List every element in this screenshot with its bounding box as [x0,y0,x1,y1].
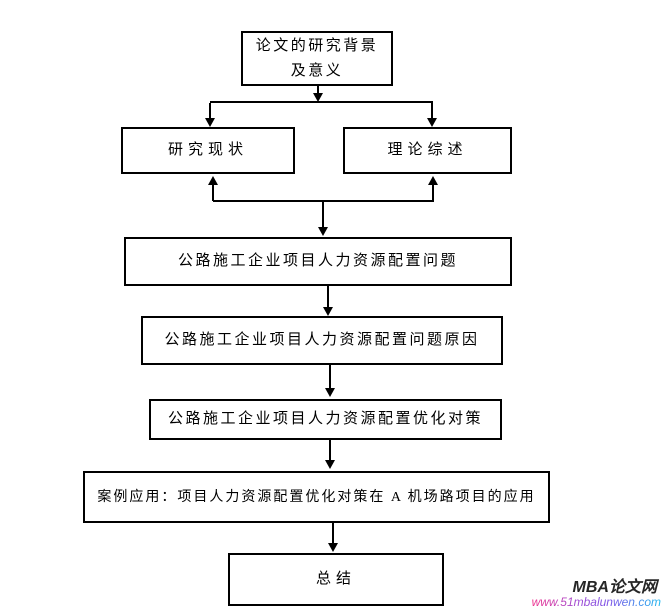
flow-node-case-application-label: 案例应用：项目人力资源配置优化对策在 A 机场路项目的应用 [97,489,536,505]
watermark-site-url: www.51mbalunwen.com [531,595,661,609]
flow-node-case-application: 案例应用：项目人力资源配置优化对策在 A 机场路项目的应用 [83,471,550,523]
flow-node-problem-label: 公路施工企业项目人力资源配置问题 [177,253,458,269]
watermark-site-name: MBA论文网 [572,579,657,596]
flow-node-theory-review-label: 理论综述 [387,142,468,158]
connector-case-summary-line [332,523,334,544]
arrowhead-up-icon [428,176,438,185]
connector-junction-line [213,200,434,202]
arrowhead-down-icon [318,227,328,236]
flow-node-summary: 总结 [228,553,444,606]
connector-optimization-case-line [329,440,331,461]
arrowhead-up-icon [208,176,218,185]
arrowhead-down-icon [323,307,333,316]
flow-node-background-label: 论文的研究背景 及意义 [255,37,379,79]
flow-node-optimization-label: 公路施工企业项目人力资源配置优化对策 [167,411,483,427]
connector-up-left-line [212,184,214,201]
connector-background-down-line [317,86,319,95]
watermark: MBA论文网 www.51mbalunwen.com [532,579,661,609]
arrowhead-down-icon [325,388,335,397]
arrowhead-down-icon [328,543,338,552]
connector-split-right-line [431,103,433,118]
connector-problem-cause-line [327,286,329,308]
connector-split-left-line [209,103,211,118]
flow-node-background: 论文的研究背景 及意义 [241,31,393,86]
flow-node-research-status-label: 研究现状 [167,142,248,158]
flow-node-summary-label: 总结 [315,571,356,587]
flow-node-optimization: 公路施工企业项目人力资源配置优化对策 [149,399,502,440]
connector-junction-down-line [322,202,324,228]
connector-up-right-line [432,184,434,201]
arrowhead-down-icon [325,460,335,469]
flow-node-theory-review: 理论综述 [343,127,512,174]
flow-node-problem-cause: 公路施工企业项目人力资源配置问题原因 [141,316,503,365]
arrowhead-down-icon [205,118,215,127]
flow-node-problem: 公路施工企业项目人力资源配置问题 [124,237,512,286]
flow-node-research-status: 研究现状 [121,127,295,174]
arrowhead-down-icon [313,93,323,102]
connector-cause-optimization-line [329,365,331,389]
connector-splitter-line [210,101,433,103]
flow-node-problem-cause-label: 公路施工企业项目人力资源配置问题原因 [164,332,480,348]
arrowhead-down-icon [427,118,437,127]
